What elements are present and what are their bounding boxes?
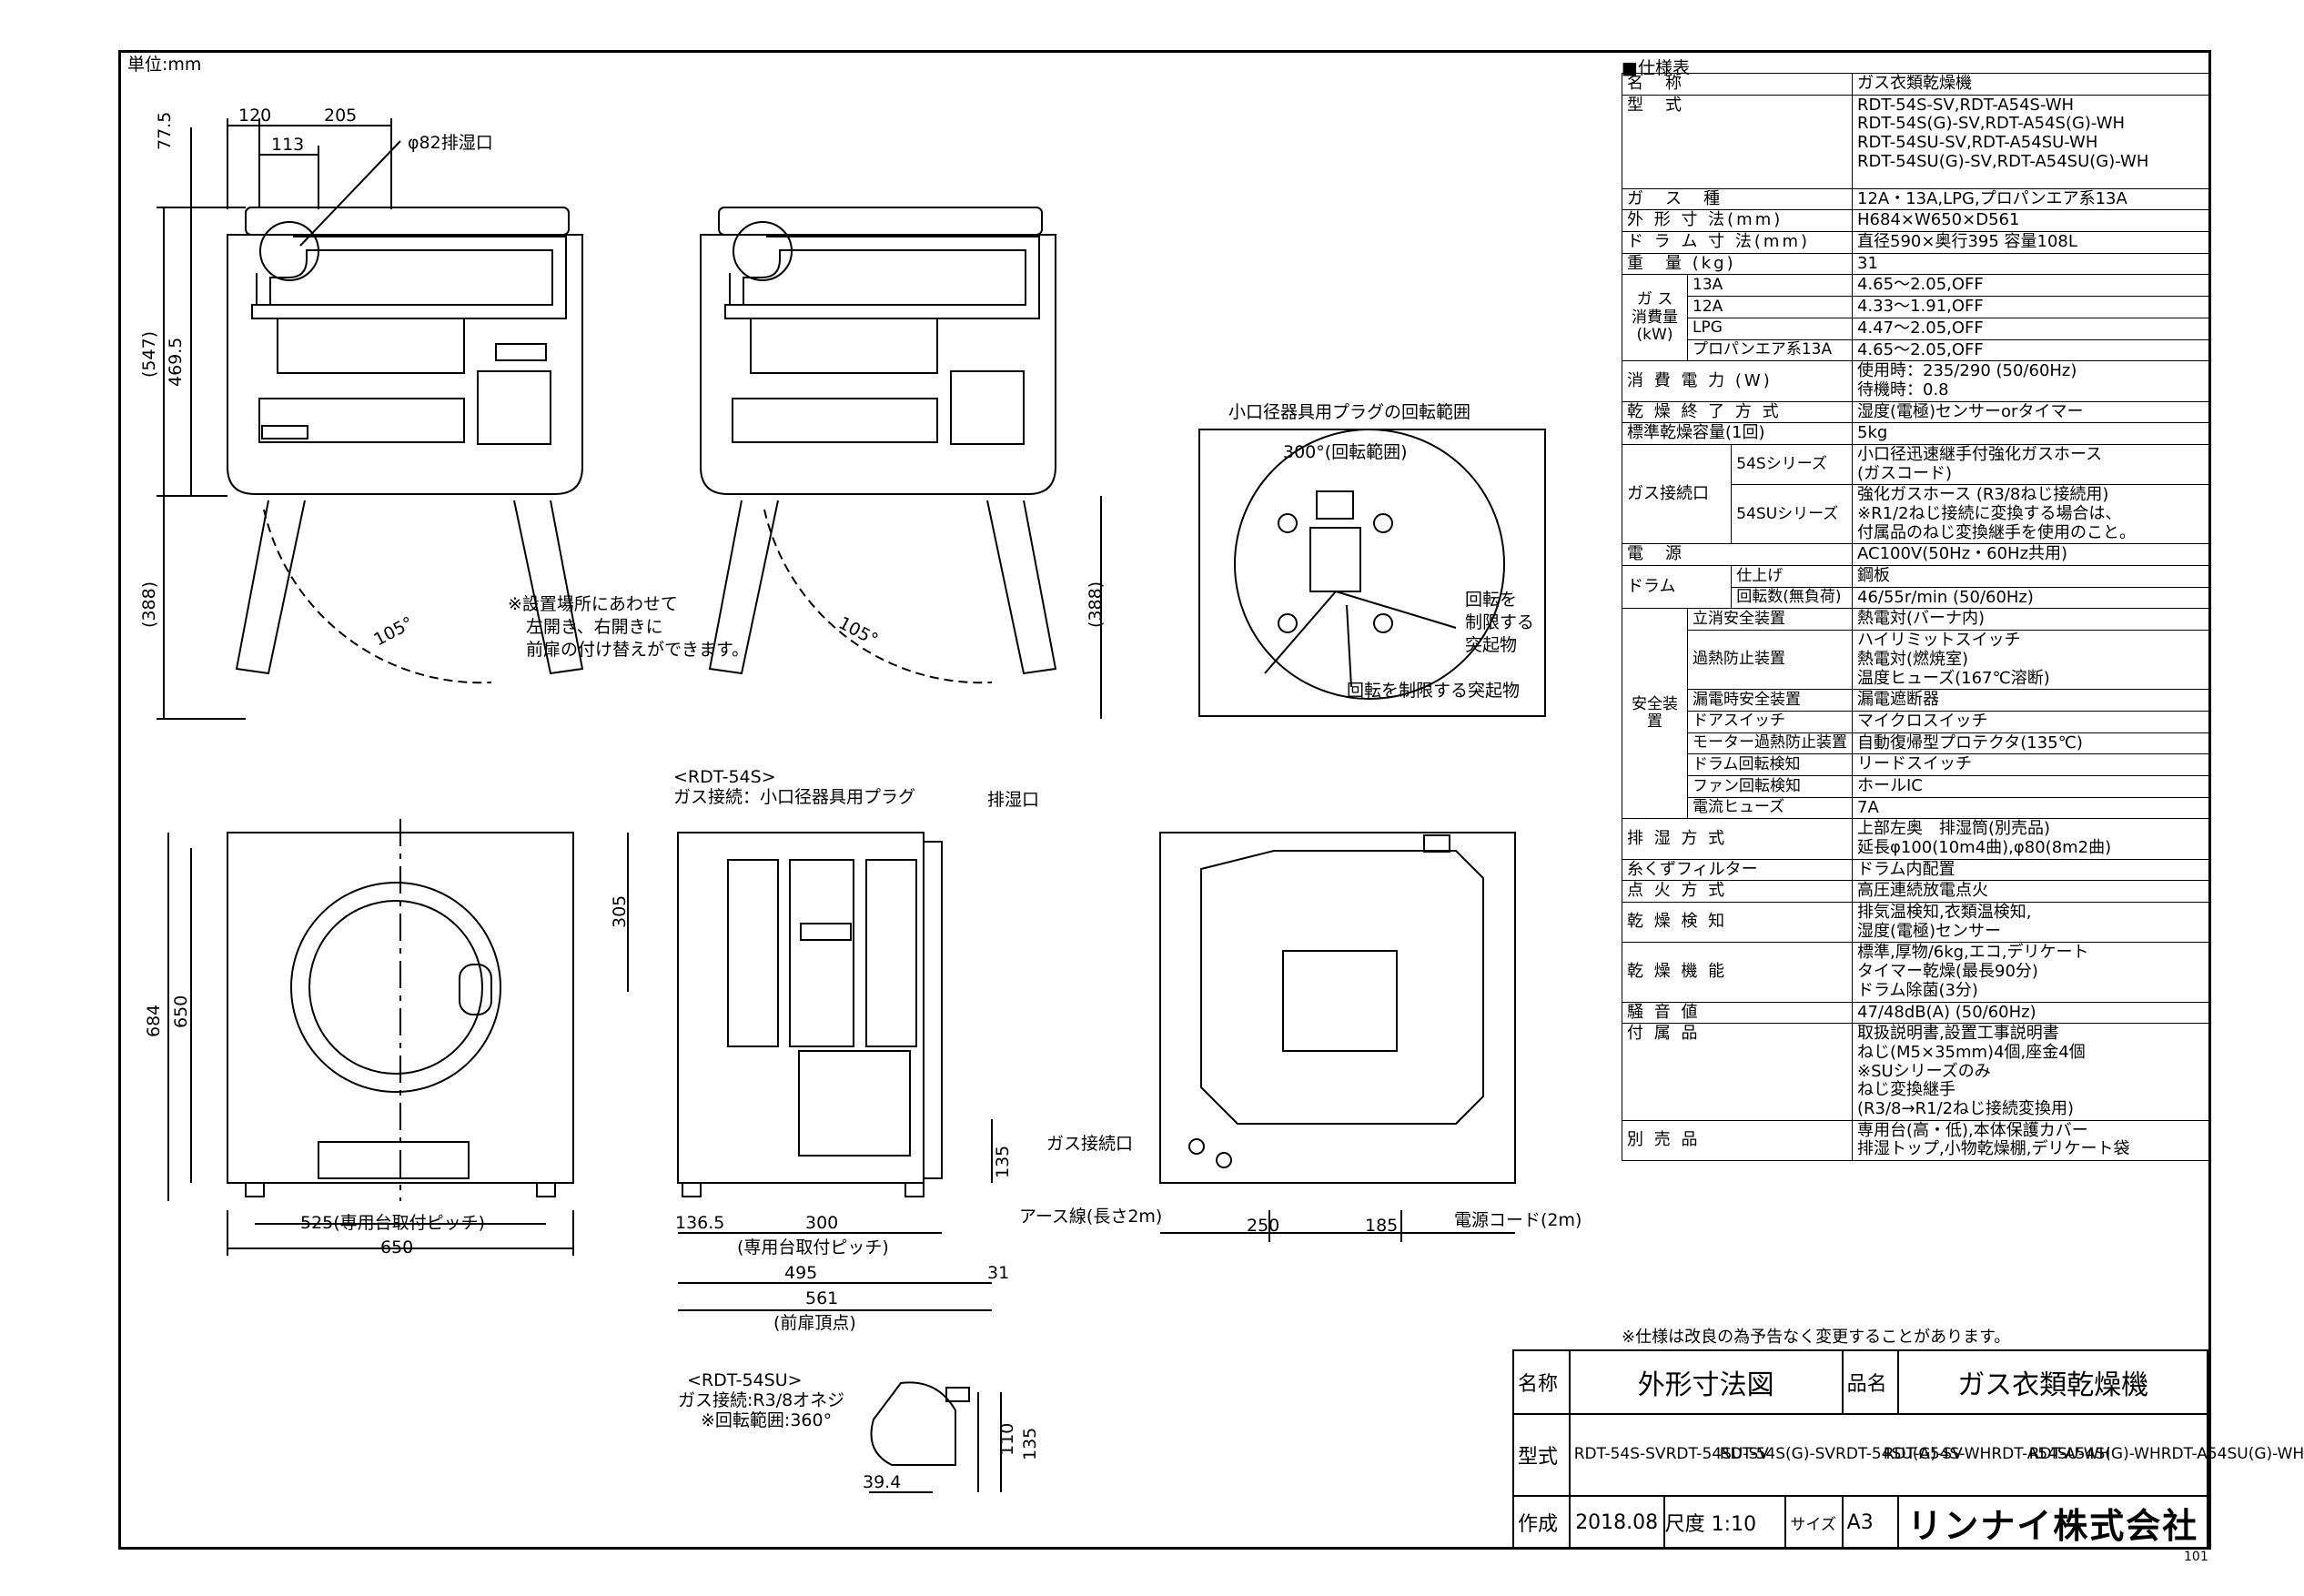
back-view <box>1159 832 1516 1242</box>
spec-row-name: 名 称 ガス衣類乾燥機 <box>1622 73 2211 96</box>
spec-row-drum-size: ド ラ ム 寸 法(mm) 直径590×奥行395 容量108L <box>1622 231 2211 254</box>
stopper-label-2: 制限する <box>1465 612 1535 632</box>
spec-row-safety-2: 過熱防止装置 ハイリミットスイッチ熱電対(燃焼室)温度ヒューズ(167℃溶断) <box>1622 630 2211 691</box>
title-row-meta: 作成 2018.08 尺度 1:10 サイズ A3 リンナイ株式会社 <box>1512 1495 2208 1550</box>
dim-205: 205 <box>324 106 358 126</box>
spec-row-option: 別 売 品 専用台(高・低),本体保護カバー排湿トップ,小物乾燥棚,デリケート袋 <box>1622 1119 2211 1162</box>
stopper-label-bottom: 回転を制限する突起物 <box>1347 681 1521 701</box>
page-number: 101 <box>2184 1550 2208 1564</box>
dim-547: (547) <box>139 330 159 378</box>
dim-120: 120 <box>238 106 272 126</box>
su-dim-110: 110 <box>997 1422 1017 1456</box>
dim-305: 305 <box>610 894 630 928</box>
title-block: 名称 外形寸法図 品名 ガス衣類乾燥機 型式 RDT-54S-SVRDT-54S… <box>1512 1349 2304 1550</box>
company-name: リンナイ株式会社 <box>1897 1495 2208 1550</box>
side-view-gas: ガス接続：小口径器具用プラグ <box>673 787 916 807</box>
spec-row-drum-finish: ドラム 仕上げ 鋼板 <box>1621 565 2211 610</box>
dim-front-door-apex: (前扉頂点) <box>773 1313 856 1333</box>
dim-388-left: (388) <box>139 581 159 628</box>
dim-31: 31 <box>987 1263 1010 1283</box>
spec-row-consumption-lpg: LPG 4.47～2.05,OFF <box>1622 317 2211 340</box>
spec-row-consumption-propane: プロパンエア系13A 4.65～2.05,OFF <box>1622 338 2211 362</box>
su-view <box>869 1381 1002 1493</box>
spec-row-consumption-12a: 12A 4.33～1.91,OFF <box>1622 296 2211 318</box>
spec-row-safety-8: 電流ヒューズ 7A <box>1622 796 2211 820</box>
su-view-rotation: ※回転範囲:360° <box>701 1410 833 1430</box>
dim-135: 135 <box>993 1145 1013 1178</box>
spec-row-end-method: 乾 燥 終 了 方 式 湿度(電極)センサーorタイマー <box>1622 400 2211 424</box>
top-view-right <box>700 207 1102 719</box>
side-exhaust-label: 排湿口 <box>987 790 1040 810</box>
su-view-gas: ガス接続:R3/8オネジ <box>678 1390 845 1410</box>
side-view <box>677 832 993 1311</box>
spec-row-detect: 乾 燥 検 知 排気温検知,衣類温検知,湿度(電極)センサー <box>1622 902 2211 944</box>
dim-pitch-label: (専用台取付ピッチ) <box>737 1237 889 1258</box>
spec-row-safety-7: ファン回転検知 ホールIC <box>1622 774 2211 798</box>
top-view-left <box>157 118 584 720</box>
earth-wire-label: アース線(長さ2m) <box>1019 1207 1163 1227</box>
spec-row-function: 乾 燥 機 能 標準,厚物/6kg,エコ,デリケートタイマー乾燥(最長90分)ド… <box>1622 942 2211 1003</box>
technical-drawing <box>157 118 1546 1493</box>
su-dim-39-4: 39.4 <box>863 1472 902 1492</box>
spec-row-gas-conn-54s: ガス接続口 54Sシリーズ 小口径迅速継手付強化ガスホース(ガスコード) <box>1621 443 2211 545</box>
dim-250: 250 <box>1247 1216 1280 1236</box>
spec-row-noise: 騒 音 値 47/48dB(A) (50/60Hz) <box>1622 1001 2211 1025</box>
plug-view-title: 小口径器具用プラグの回転範囲 <box>1228 402 1471 422</box>
door-note-1: ※設置場所にあわせて <box>508 594 678 614</box>
dim-185: 185 <box>1365 1216 1399 1236</box>
spec-row-gas: ガ ス 種 12A・13A,LPG,プロパンエア系13A <box>1622 187 2211 211</box>
stopper-label-3: 突起物 <box>1465 635 1518 655</box>
dim-77-5: 77.5 <box>155 111 175 150</box>
spec-note: ※仕様は改良の為予告なく変更することがあります。 <box>1622 1328 2011 1347</box>
plug-range-label: 300°(回転範囲) <box>1283 442 1408 462</box>
title-row-name: 名称 外形寸法図 品名 ガス衣類乾燥機 <box>1512 1349 2208 1415</box>
dim-136-5: 136.5 <box>675 1213 725 1233</box>
dim-469-5: 469.5 <box>166 337 186 387</box>
spec-row-capacity: 標準乾燥容量(1回) 5kg <box>1622 422 2211 445</box>
dim-388-right: (388) <box>1086 581 1106 628</box>
su-dim-135: 135 <box>1020 1427 1040 1460</box>
dim-300: 300 <box>805 1213 839 1233</box>
spec-row-consumption-13a: ガ ス消費量(kW) 13A 4.65～2.05,OFF <box>1622 274 2211 362</box>
dim-650-vertical: 650 <box>171 995 191 1028</box>
spec-row-filter: 糸くずフィルター ドラム内配置 <box>1622 858 2211 882</box>
spec-row-accessory: 付 属 品 取扱説明書,設置工事説明書ねじ(M5×35mm)4個,座金4個※SU… <box>1622 1023 2211 1121</box>
spec-row-weight: 重 量 (kg) 31 <box>1622 252 2211 276</box>
spec-row-ignition: 点 火 方 式 高圧連続放電点火 <box>1622 880 2211 904</box>
exhaust-port-label: φ82排湿口 <box>408 133 493 153</box>
dim-684: 684 <box>144 1004 164 1037</box>
dim-561: 561 <box>805 1288 839 1308</box>
spec-row-safety-5: モーター過熱防止装置 自動復帰型プロテクタ(135℃) <box>1622 732 2211 755</box>
spec-row-drum-rpm: 回転数(無負荷) 46/55r/min (50/60Hz) <box>1622 586 2211 610</box>
front-view <box>167 819 629 1256</box>
door-note-2: 左開き、右開きに <box>526 617 663 637</box>
unit-label: 単位:mm <box>127 55 202 75</box>
stopper-label-1: 回転を <box>1465 590 1518 610</box>
spec-row-gas-conn-54su: 54SUシリーズ 強化ガスホース (R3/8ねじ接続用)※R1/2ねじ接続に変換… <box>1622 484 2211 545</box>
side-gas-label: ガス接続口 <box>1046 1134 1134 1154</box>
spec-row-power-source: 電 源 AC100V(50Hz・60Hz共用) <box>1622 543 2211 567</box>
spec-row-safety-1: 安全装置 立消安全装置 熱電対(バーナ内) <box>1622 608 2211 820</box>
spec-row-safety-6: ドラム回転検知 リードスイッチ <box>1622 753 2211 776</box>
spec-row-safety-4: ドアスイッチ マイクロスイッチ <box>1622 710 2211 733</box>
dim-525: 525(専用台取付ピッチ) <box>300 1213 486 1233</box>
su-view-model: <RDT-54SU> <box>687 1370 803 1390</box>
title-row-model: 型式 RDT-54S-SVRDT-54SU-SVRDT-54S(G)-SVRDT… <box>1512 1413 2304 1497</box>
spec-row-exhaust: 排 湿 方 式 上部左奥 排湿筒(別売品)延長φ100(10m4曲),φ80(8… <box>1622 818 2211 860</box>
plug-rotation-view <box>1198 429 1546 717</box>
dim-650-horizontal: 650 <box>380 1237 414 1258</box>
spec-row-power: 消 費 電 力 (W) 使用時：235/290 (50/60Hz)待機時：0.8 <box>1622 360 2211 402</box>
dim-495: 495 <box>784 1263 818 1283</box>
dim-113: 113 <box>271 135 305 155</box>
side-view-model: <RDT-54S> <box>673 767 776 787</box>
power-cord-label: 電源コード(2m) <box>1454 1210 1582 1230</box>
spec-row-safety-3: 漏電時安全装置 漏電遮断器 <box>1622 689 2211 712</box>
spec-row-size: 外 形 寸 法(mm) H684×W650×D561 <box>1622 209 2211 233</box>
door-note-3: 前扉の付け替えができます。 <box>526 640 750 660</box>
